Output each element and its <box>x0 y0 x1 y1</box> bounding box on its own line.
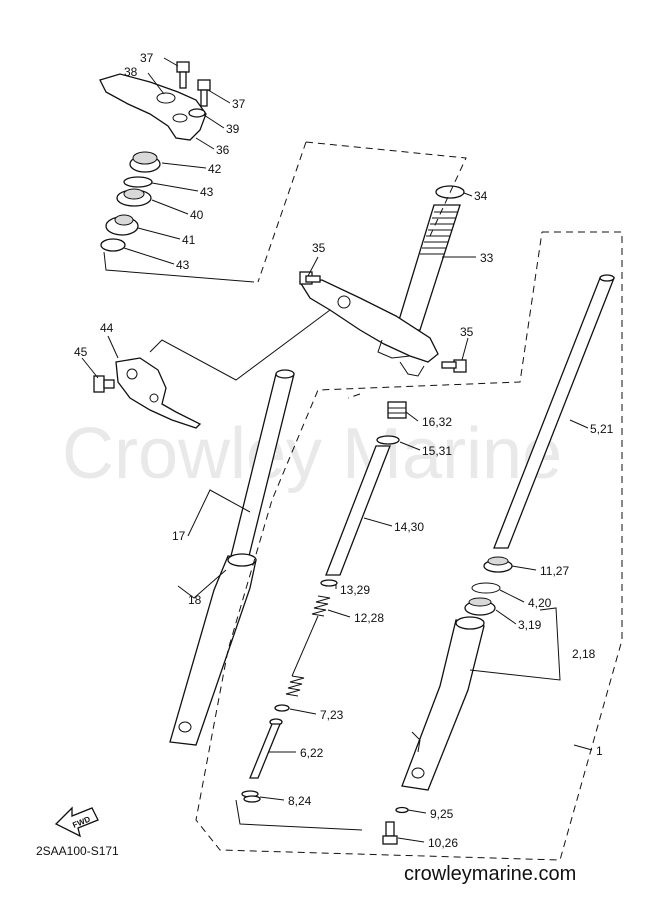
label-43b: 43 <box>176 258 190 272</box>
label-33: 33 <box>480 251 494 265</box>
right-fork-leg-group <box>382 274 615 845</box>
bracket-44-group <box>93 357 202 429</box>
label-36: 36 <box>216 143 230 157</box>
fwd-arrow-icon: FWD <box>54 806 99 838</box>
o-ring-15-part[interactable] <box>376 435 400 445</box>
dashed-outline-upper <box>257 141 467 283</box>
label-1: 1 <box>596 744 603 758</box>
bolt-35a-part[interactable] <box>299 271 321 285</box>
label-43a: 43 <box>200 185 214 199</box>
ring-nut-41-part[interactable] <box>105 214 139 236</box>
upper-bracket-group <box>99 61 211 252</box>
bolt-10-part[interactable] <box>382 821 398 845</box>
label-18: 18 <box>188 593 202 607</box>
washer-9-part[interactable] <box>395 806 409 814</box>
label-11-27: 11,27 <box>540 564 569 578</box>
bolt-37a-part[interactable] <box>176 61 190 89</box>
washer-39-part[interactable] <box>188 108 206 118</box>
label-17: 17 <box>172 529 186 543</box>
spacer-14-part[interactable] <box>325 445 391 576</box>
label-41: 41 <box>182 233 196 247</box>
dust-seal-11-part[interactable] <box>483 556 513 573</box>
outer-tube-18-part[interactable] <box>169 555 257 746</box>
bolt-37b-part[interactable] <box>197 79 211 107</box>
label-37b: 37 <box>232 97 246 111</box>
washer-13-part[interactable] <box>320 579 338 587</box>
fork-spring-12-part[interactable] <box>285 595 331 697</box>
diagram-code: 2SAA100-S171 <box>36 844 119 858</box>
label-35b: 35 <box>460 325 474 339</box>
left-fork-leg-group <box>169 369 295 746</box>
dashed-outline-inner <box>347 393 361 399</box>
part-number-labels: 37 38 37 39 36 42 43 40 41 43 34 35 33 3… <box>74 51 614 850</box>
rebound-spring-8-part[interactable] <box>241 790 261 803</box>
dashed-outline-right <box>195 231 623 861</box>
watermark-text: Crowley Marine <box>62 414 562 494</box>
label-5-21: 5,21 <box>590 422 614 436</box>
website-url[interactable]: crowleymarine.com <box>404 863 576 885</box>
bolt-45-part[interactable] <box>93 375 115 393</box>
bolt-35b-part[interactable] <box>441 359 467 373</box>
outer-tube-2-part[interactable] <box>401 619 485 791</box>
label-15-31: 15,31 <box>422 444 452 458</box>
clip-4-part[interactable] <box>471 582 501 594</box>
steering-stem-group <box>298 185 467 377</box>
label-2-18: 2,18 <box>572 647 596 661</box>
label-4-20: 4,20 <box>528 596 552 610</box>
label-14-30: 14,30 <box>394 520 424 534</box>
label-8-24: 8,24 <box>288 794 312 808</box>
damper-rod-6-part[interactable] <box>249 718 283 779</box>
label-3-19: 3,19 <box>518 618 542 632</box>
label-37a: 37 <box>140 51 154 65</box>
label-44: 44 <box>100 321 114 335</box>
label-6-22: 6,22 <box>300 746 324 760</box>
upper-bracket-part[interactable] <box>99 73 207 141</box>
label-38: 38 <box>124 65 138 79</box>
label-7-23: 7,23 <box>320 708 344 722</box>
lock-washer-43a-part[interactable] <box>123 176 153 188</box>
leader-lines <box>81 57 593 843</box>
bearing-cover-40-part[interactable] <box>116 188 152 207</box>
cap-bolt-16-part[interactable] <box>387 401 407 419</box>
label-12-28: 12,28 <box>354 611 384 625</box>
label-10-26: 10,26 <box>428 836 458 850</box>
ring-7-part[interactable] <box>274 704 290 712</box>
fork-internals-group <box>241 401 407 803</box>
inner-tube-5-part[interactable] <box>493 277 615 549</box>
ring-nut-42-part[interactable] <box>129 151 161 173</box>
label-39: 39 <box>226 122 240 136</box>
oil-seal-3-part[interactable] <box>464 597 496 616</box>
label-40: 40 <box>190 208 204 222</box>
label-45: 45 <box>74 345 88 359</box>
label-42: 42 <box>208 162 222 176</box>
label-16-32: 16,32 <box>422 415 452 429</box>
lock-washer-43b-part[interactable] <box>100 238 126 252</box>
label-34: 34 <box>474 189 488 203</box>
label-35a: 35 <box>312 241 326 255</box>
label-9-25: 9,25 <box>430 807 454 821</box>
label-13-29: 13,29 <box>340 583 370 597</box>
